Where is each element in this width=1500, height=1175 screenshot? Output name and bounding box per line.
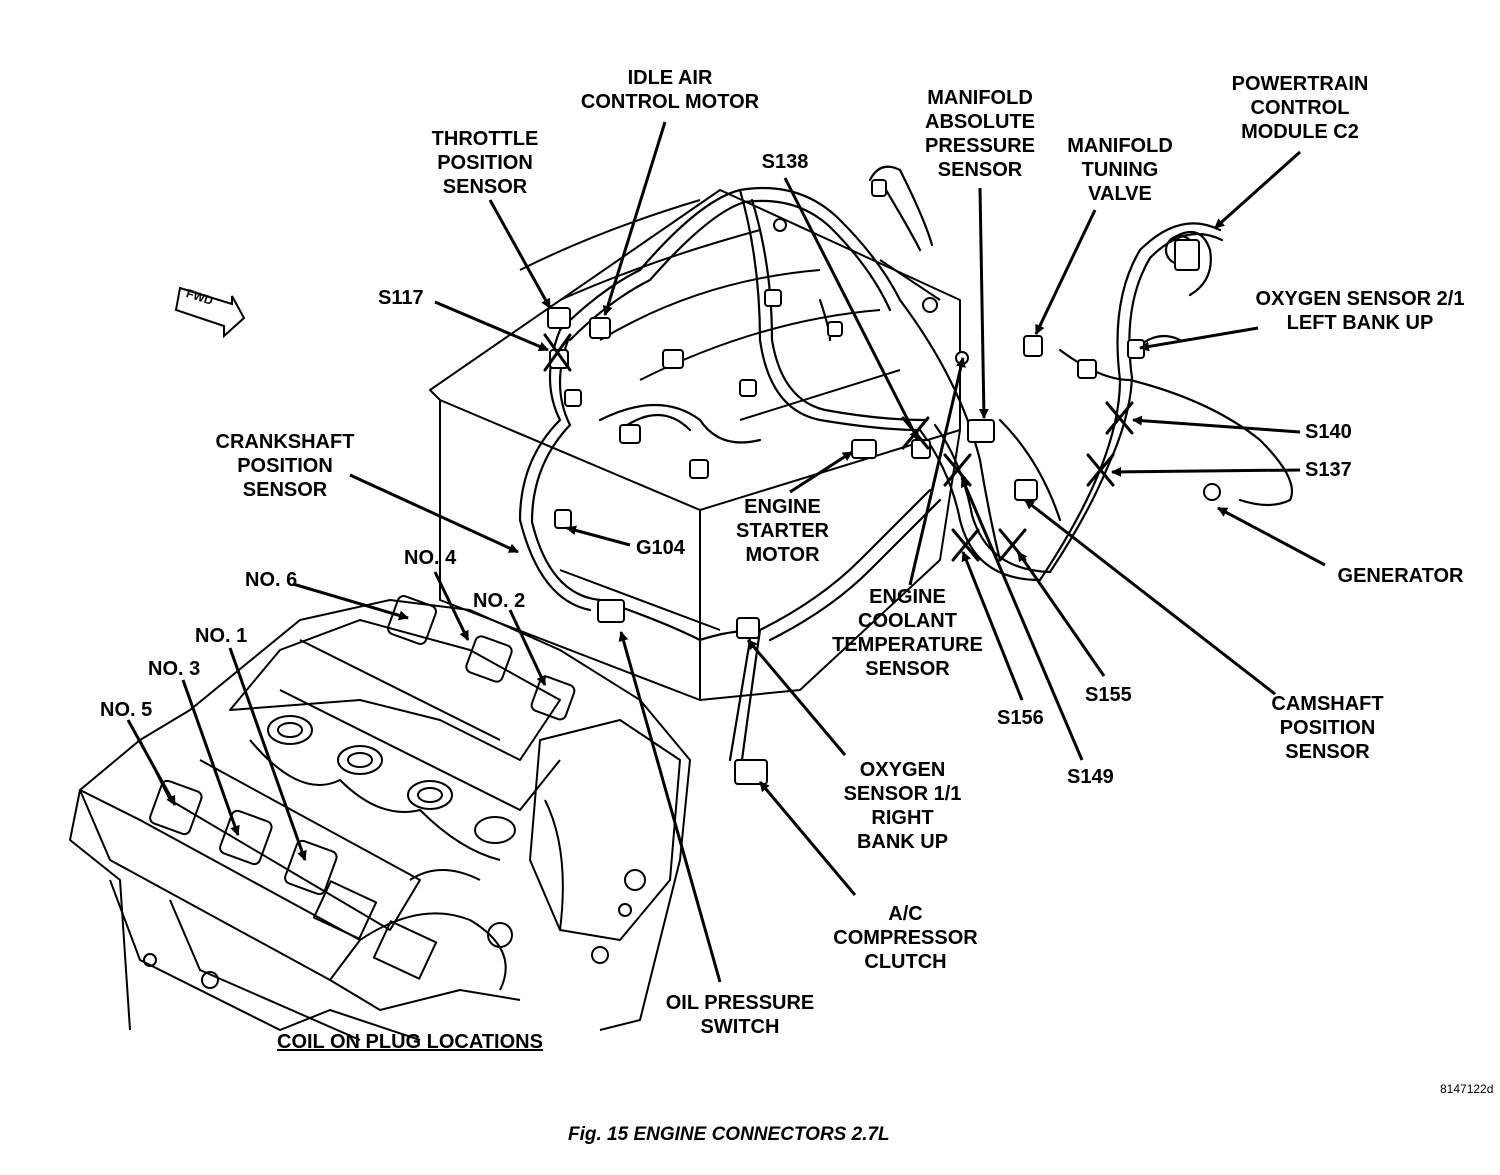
label-engine-coolant-temperature-sensor: ENGINE COOLANT TEMPERATURE SENSOR <box>832 586 983 680</box>
label-manifold-tuning-valve: MANIFOLD TUNING VALVE <box>1067 135 1173 205</box>
label-crankshaft-position-sensor: CRANKSHAFT POSITION SENSOR <box>215 431 355 501</box>
label-coil-on-plug-locations: COIL ON PLUG LOCATIONS <box>277 1031 543 1053</box>
figure-caption: Fig. 15 ENGINE CONNECTORS 2.7L <box>568 1124 890 1145</box>
label-s155: S155 <box>1085 684 1132 706</box>
wiring-harness <box>518 165 1294 762</box>
label-coil-no-1: NO. 1 <box>195 625 248 647</box>
label-oxygen-sensor-2-1: OXYGEN SENSOR 2/1 LEFT BANK UP <box>1255 288 1465 334</box>
leader-arrows <box>126 121 1326 983</box>
label-camshaft-position-sensor: CAMSHAFT POSITION SENSOR <box>1271 693 1384 763</box>
label-s149: S149 <box>1067 766 1114 788</box>
label-idle-air-control-motor: IDLE AIR CONTROL MOTOR <box>580 67 760 113</box>
label-engine-starter-motor: ENGINE STARTER MOTOR <box>736 496 829 566</box>
label-coil-no-6: NO. 6 <box>245 569 298 591</box>
label-s117: S117 <box>378 287 424 309</box>
label-s138: S138 <box>761 151 809 173</box>
label-throttle-position-sensor: THROTTLE POSITION SENSOR <box>431 128 539 198</box>
label-generator: GENERATOR <box>1337 565 1464 587</box>
label-coil-no-3: NO. 3 <box>148 658 201 680</box>
intake-manifold-illustration <box>429 189 961 701</box>
label-g104: G104 <box>636 537 685 559</box>
label-s156: S156 <box>997 707 1044 729</box>
label-oxygen-sensor-1-1: OXYGEN SENSOR 1/1 RIGHT BANK UP <box>843 759 962 853</box>
label-oil-pressure-switch: OIL PRESSURE SWITCH <box>665 992 815 1038</box>
label-s137: S137 <box>1305 459 1352 481</box>
label-coil-no-5: NO. 5 <box>100 699 153 721</box>
fwd-arrow-icon <box>174 286 246 339</box>
label-coil-no-2: NO. 2 <box>473 590 526 612</box>
label-coil-no-4: NO. 4 <box>404 547 457 569</box>
label-manifold-absolute-pressure-sensor: MANIFOLD ABSOLUTE PRESSURE SENSOR <box>924 87 1036 181</box>
label-powertrain-control-module: POWERTRAIN CONTROL MODULE C2 <box>1231 73 1369 143</box>
label-ac-compressor-clutch: A/C COMPRESSOR CLUTCH <box>833 903 978 973</box>
label-s140: S140 <box>1305 421 1352 443</box>
figure-id: 8147122d <box>1440 1082 1494 1096</box>
connectors <box>547 179 1221 785</box>
